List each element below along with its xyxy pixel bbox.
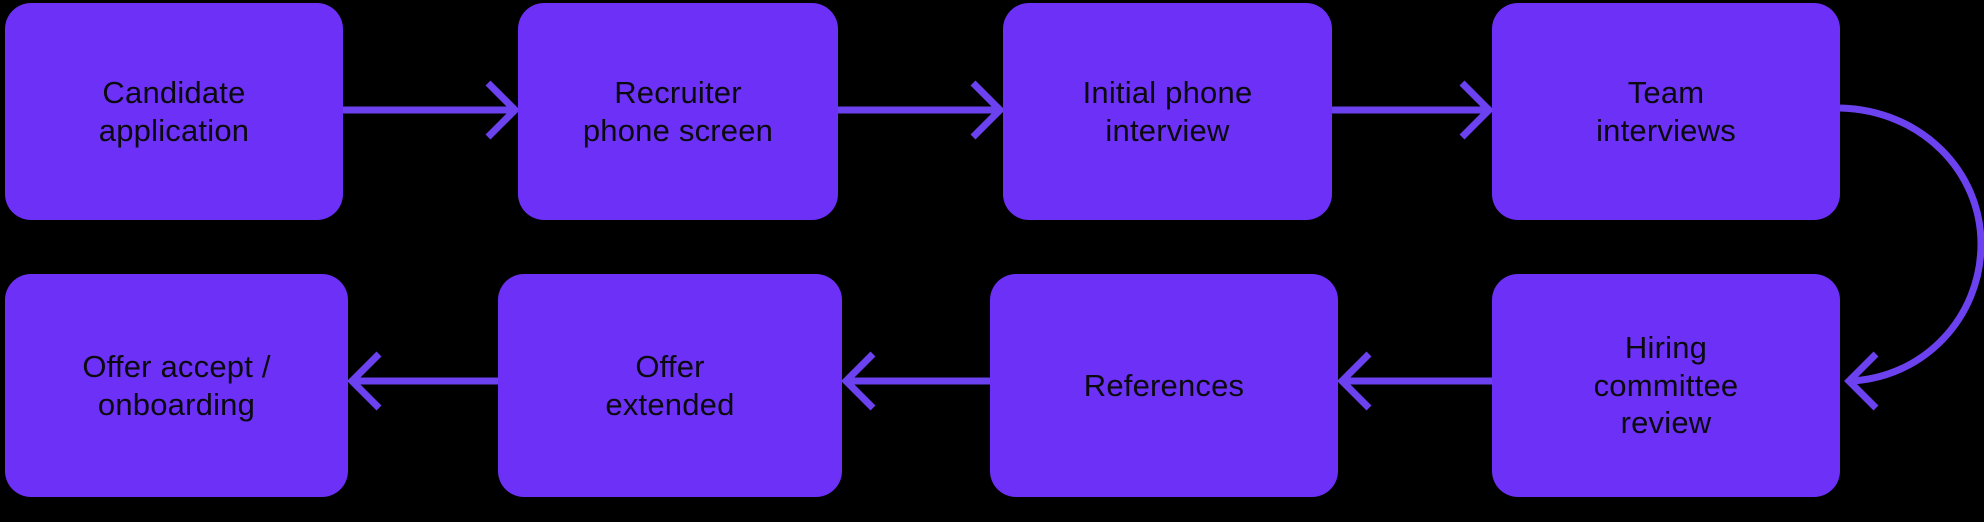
node-label: Offer accept / onboarding: [82, 348, 271, 422]
node-label: Offer extended: [605, 348, 735, 422]
arrow-recruiter-to-initial: [838, 80, 1005, 140]
node-label: Initial phone interview: [1082, 74, 1253, 148]
node-label: Team interviews: [1596, 74, 1736, 148]
node-label: References: [1083, 367, 1245, 403]
node-hiring-committee-review[interactable]: Hiring committee review: [1492, 274, 1840, 497]
node-candidate-application[interactable]: Candidate application: [5, 3, 343, 220]
node-offer-accept-onboarding[interactable]: Offer accept / onboarding: [5, 274, 348, 497]
arrow-hiring-to-references: [1337, 351, 1492, 411]
node-team-interviews[interactable]: Team interviews: [1492, 3, 1840, 220]
node-references[interactable]: References: [990, 274, 1338, 497]
arrow-team-to-hiring-curve: [1839, 104, 1984, 411]
arrow-references-to-offer-extended: [841, 351, 990, 411]
node-recruiter-phone-screen[interactable]: Recruiter phone screen: [518, 3, 838, 220]
arrow-initial-to-team: [1332, 80, 1494, 140]
node-label: Recruiter phone screen: [582, 74, 774, 148]
node-initial-phone-interview[interactable]: Initial phone interview: [1003, 3, 1332, 220]
arrow-offer-extended-to-accept: [347, 351, 498, 411]
node-offer-extended[interactable]: Offer extended: [498, 274, 842, 497]
arrow-candidate-to-recruiter: [343, 80, 520, 140]
node-label: Candidate application: [98, 74, 250, 148]
node-label: Hiring committee review: [1593, 329, 1739, 441]
